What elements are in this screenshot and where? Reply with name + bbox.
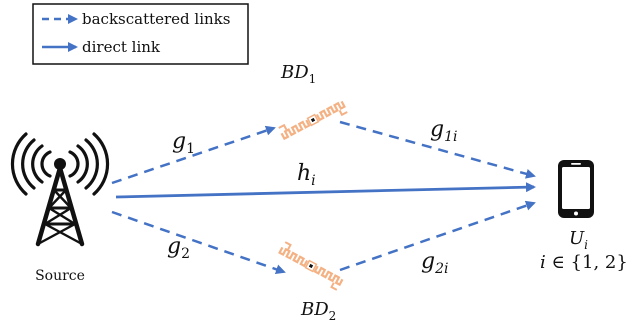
link-label-g1i: g1i xyxy=(430,117,457,145)
link-g2 xyxy=(111,210,286,275)
user-index-set: i ∈ {1, 2} xyxy=(540,252,628,273)
smartphone-icon xyxy=(558,160,594,218)
legend-backscattered-label: backscattered links xyxy=(82,10,230,28)
user-label: Ui xyxy=(569,228,588,252)
bd1-label: BD1 xyxy=(280,62,316,86)
antenna-tower-icon xyxy=(10,132,110,247)
backscatter-tag-icon-1 xyxy=(278,100,348,141)
source-label: Source xyxy=(35,268,85,284)
link-label-hi: hi xyxy=(297,161,316,189)
link-label-g2i: g2i xyxy=(421,249,448,277)
links xyxy=(111,120,536,275)
backscatter-tag-icon-2 xyxy=(278,241,344,291)
legend-direct-label: direct link xyxy=(82,38,161,56)
link-label-g2: g2 xyxy=(167,234,190,262)
bd2-label: BD2 xyxy=(300,299,336,323)
link-g1 xyxy=(111,125,276,185)
link-hi xyxy=(115,182,536,199)
link-label-g1: g1 xyxy=(172,129,195,157)
link-g2i xyxy=(339,200,536,272)
legend: backscattered links direct link xyxy=(32,3,249,65)
